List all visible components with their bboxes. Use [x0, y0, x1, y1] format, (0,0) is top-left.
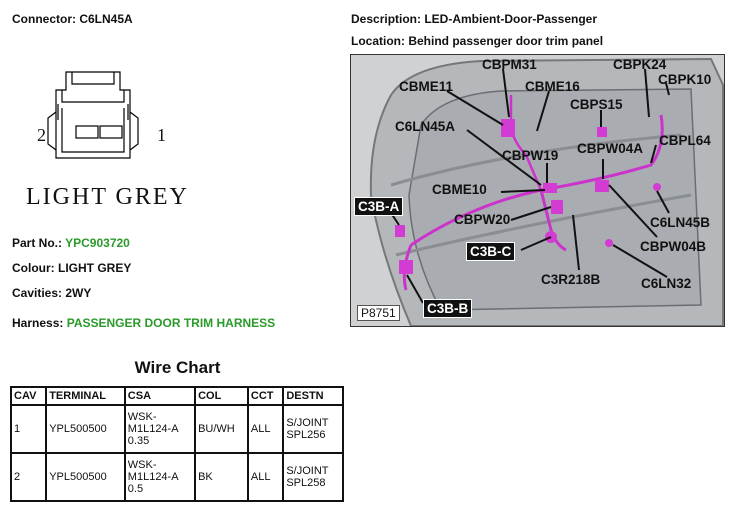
callout-cbpw04b: CBPW04B	[640, 239, 707, 254]
callout-c3r218b: C3R218B	[541, 272, 601, 287]
callout-c6ln45a: C6LN45A	[395, 119, 456, 134]
callout-cbme11: CBME11	[399, 79, 454, 94]
callout-c3b-c: C3B-C	[466, 242, 516, 261]
door-location-photo: CBPM31 CBPK24 CBME11 CBME16 CBPK10 CBPS1…	[350, 54, 725, 327]
wire-chart-title: Wire Chart	[134, 358, 221, 377]
csa-line: 0.35	[127, 435, 150, 447]
cavities-text: Cavities: 2WY	[12, 286, 92, 300]
cell-cct: ALL	[246, 404, 285, 454]
csa-line: M1L124-A	[127, 471, 179, 483]
wire-chart-table: CAV TERMINAL CSA COL CCT DESTN 1 YPL5005…	[9, 386, 344, 502]
callout-cbme16: CBME16	[525, 79, 580, 94]
pin-label-2: 2	[37, 125, 46, 145]
callout-cbpw04a: CBPW04A	[577, 141, 644, 156]
part-number-value[interactable]: YPC903720	[65, 236, 130, 250]
connector-title: Connector: C6LN45A	[12, 12, 133, 26]
callout-cbpw19: CBPW19	[502, 148, 559, 163]
destn-line: SPL258	[286, 477, 326, 489]
csa-line: WSK-	[127, 459, 157, 471]
callout-cbpk10: CBPK10	[658, 72, 712, 87]
harness-value[interactable]: PASSENGER DOOR TRIM HARNESS	[66, 316, 276, 330]
header-csa: CSA	[123, 386, 197, 406]
cell-terminal: YPL500500	[45, 404, 126, 454]
description-text: Description: LED-Ambient-Door-Passenger	[351, 12, 598, 26]
header-destn: DESTN	[282, 386, 344, 406]
harness-label: Harness:	[12, 316, 67, 330]
connector-colour-caption: LIGHT GREY	[26, 184, 189, 210]
door-illustration	[351, 55, 724, 326]
csa-line: M1L124-A	[127, 423, 179, 435]
cell-terminal: YPL500500	[45, 452, 126, 502]
location-text: Location: Behind passenger door trim pan…	[351, 34, 604, 48]
connector-face-diagram	[47, 71, 139, 159]
cell-cav: 2	[9, 452, 48, 502]
callout-c6ln45b: C6LN45B	[650, 215, 711, 230]
destn-line: SPL256	[286, 429, 326, 441]
figure-reference: P8751	[357, 305, 400, 321]
header-cav: CAV	[9, 386, 48, 406]
table-header-row: CAV TERMINAL CSA COL CCT DESTN	[9, 386, 344, 406]
callout-cbpl64: CBPL64	[659, 133, 711, 148]
csa-line: WSK-	[127, 411, 157, 423]
colour-text: Colour: LIGHT GREY	[12, 261, 132, 275]
callout-cbpm31: CBPM31	[482, 57, 537, 72]
csa-line: 0.5	[127, 483, 144, 495]
callout-c6ln32: C6LN32	[641, 276, 692, 291]
cell-cav: 1	[9, 404, 48, 454]
callout-cbpk24: CBPK24	[613, 57, 667, 72]
destn-line: S/JOINT	[286, 465, 329, 477]
part-number: Part No.: YPC903720	[12, 236, 130, 250]
pin-label-1: 1	[157, 125, 166, 145]
header-terminal: TERMINAL	[45, 386, 126, 406]
callout-c3b-a: C3B-A	[354, 197, 404, 216]
harness-text: Harness: PASSENGER DOOR TRIM HARNESS	[12, 316, 275, 330]
cell-cct: ALL	[246, 452, 285, 502]
header-cct: CCT	[246, 386, 285, 406]
part-number-label: Part No.:	[12, 236, 66, 250]
cell-col: BK	[194, 452, 249, 502]
callout-c3b-b: C3B-B	[423, 299, 473, 318]
header-col: COL	[194, 386, 249, 406]
callout-cbps15: CBPS15	[570, 97, 623, 112]
cell-col: BU/WH	[194, 404, 249, 454]
callout-cbpw20: CBPW20	[454, 212, 511, 227]
callout-cbme10: CBME10	[432, 182, 487, 197]
destn-line: S/JOINT	[286, 417, 329, 429]
